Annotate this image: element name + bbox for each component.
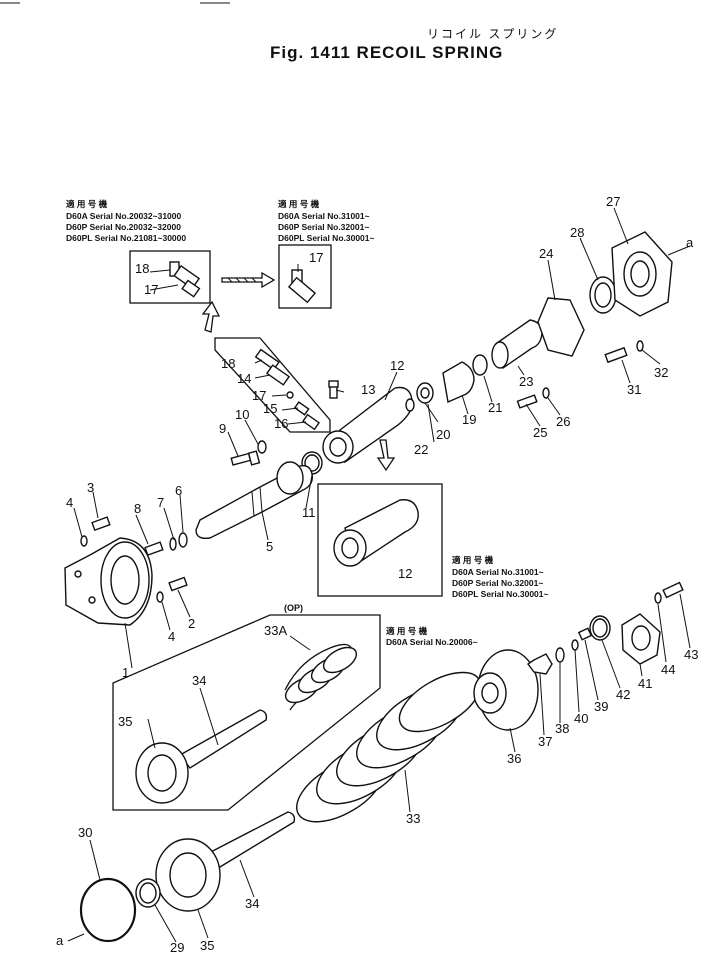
note-c-heading: 適 用 号 機 <box>452 555 494 565</box>
rod-34-lower <box>155 811 296 912</box>
callout-4: 4 <box>66 495 74 510</box>
note-a-heading: 適 用 号 機 <box>66 199 108 209</box>
callout-39: 39 <box>594 699 609 714</box>
callout-23: 23 <box>519 374 534 389</box>
note-c-line: D60PL Serial No.30001~ <box>452 589 549 599</box>
callout-21: 21 <box>488 400 503 415</box>
callout-31: 31 <box>627 382 642 397</box>
callout-24: 24 <box>539 246 554 261</box>
figure-title: Fig. 1411 RECOIL SPRING <box>270 43 504 62</box>
callout-2: 2 <box>188 616 196 631</box>
callout-38: 38 <box>555 721 570 736</box>
note-b-line: D60P Serial No.32001~ <box>278 222 370 232</box>
note-d-heading: 適 用 号 機 <box>386 626 428 636</box>
callout-32: 32 <box>654 365 669 380</box>
callout-11: 11 <box>302 505 316 520</box>
callout-12: 12 <box>398 566 413 581</box>
callout-27: 27 <box>606 194 621 209</box>
valve-assembly-box <box>214 337 331 433</box>
note-c-line: D60P Serial No.32001~ <box>452 578 544 588</box>
callout-41: 41 <box>638 676 653 691</box>
callout-28: 28 <box>570 225 585 240</box>
callout-35: 35 <box>200 938 215 953</box>
callout-9: 9 <box>219 421 227 436</box>
callout-16: 16 <box>274 416 289 431</box>
callout-17: 17 <box>144 282 159 297</box>
title-japanese: リコイル スプリング <box>427 27 559 41</box>
callout-33a: 33A <box>264 623 288 638</box>
callout-13: 13 <box>361 382 376 397</box>
note-a-line: D60P Serial No.20032~32000 <box>66 222 181 232</box>
callout-15: 15 <box>263 401 278 416</box>
note-b-heading: 適 用 号 機 <box>278 199 320 209</box>
callout-8: 8 <box>134 501 142 516</box>
callout-3: 3 <box>87 480 95 495</box>
callout-17: 17 <box>252 388 267 403</box>
callout-4: 4 <box>168 629 176 644</box>
callout-33: 33 <box>406 811 421 826</box>
callout-10: 10 <box>235 407 250 422</box>
callout-30: 30 <box>78 825 93 840</box>
callout-35: 35 <box>118 714 133 729</box>
callout-6: 6 <box>175 483 183 498</box>
housing-1 <box>64 537 153 626</box>
note-d-line: D60A Serial No.20006~ <box>386 637 478 647</box>
note-c-line: D60A Serial No.31001~ <box>452 567 544 577</box>
callout-22: 22 <box>414 442 429 457</box>
marker-a-bottom: a <box>56 933 64 948</box>
callout-1: 1 <box>122 665 130 680</box>
inset-box-cylinder <box>317 483 443 597</box>
inset-box-grease-fitting-new <box>278 244 332 309</box>
optional-label: (OP) <box>284 603 303 613</box>
note-b-line: D60PL Serial No.30001~ <box>278 233 375 243</box>
callout-37: 37 <box>538 734 553 749</box>
note-b-line: D60A Serial No.31001~ <box>278 211 370 221</box>
rod-5 <box>195 461 313 540</box>
callout-17: 17 <box>309 250 324 265</box>
callout-19: 19 <box>462 412 477 427</box>
callout-12: 12 <box>390 358 405 373</box>
cylinder-12 <box>322 386 413 464</box>
direction-arrow <box>221 271 276 289</box>
callout-14: 14 <box>237 371 252 386</box>
callout-5: 5 <box>266 539 274 554</box>
callout-40: 40 <box>574 711 589 726</box>
callout-42: 42 <box>616 687 631 702</box>
callout-18: 18 <box>135 261 150 276</box>
callout-44: 44 <box>661 662 676 677</box>
callout-26: 26 <box>556 414 571 429</box>
callout-7: 7 <box>157 495 165 510</box>
callout-20: 20 <box>436 427 451 442</box>
callout-34: 34 <box>192 673 207 688</box>
note-a-line: D60A Serial No.20032~31000 <box>66 211 182 221</box>
callout-36: 36 <box>507 751 522 766</box>
holder-36 <box>473 649 539 731</box>
recoil-spring-33 <box>296 671 482 823</box>
marker-a-top: a <box>686 235 694 250</box>
callout-29: 29 <box>170 940 185 953</box>
inset-box-grease-fitting-old <box>129 250 211 304</box>
note-a-line: D60PL Serial No.21081~30000 <box>66 233 187 243</box>
callout-25: 25 <box>533 425 548 440</box>
callout-18: 18 <box>221 356 236 371</box>
cover-27 <box>611 231 673 317</box>
optional-parts-box <box>112 614 381 811</box>
callout-34: 34 <box>245 896 260 911</box>
callout-43: 43 <box>684 647 699 662</box>
